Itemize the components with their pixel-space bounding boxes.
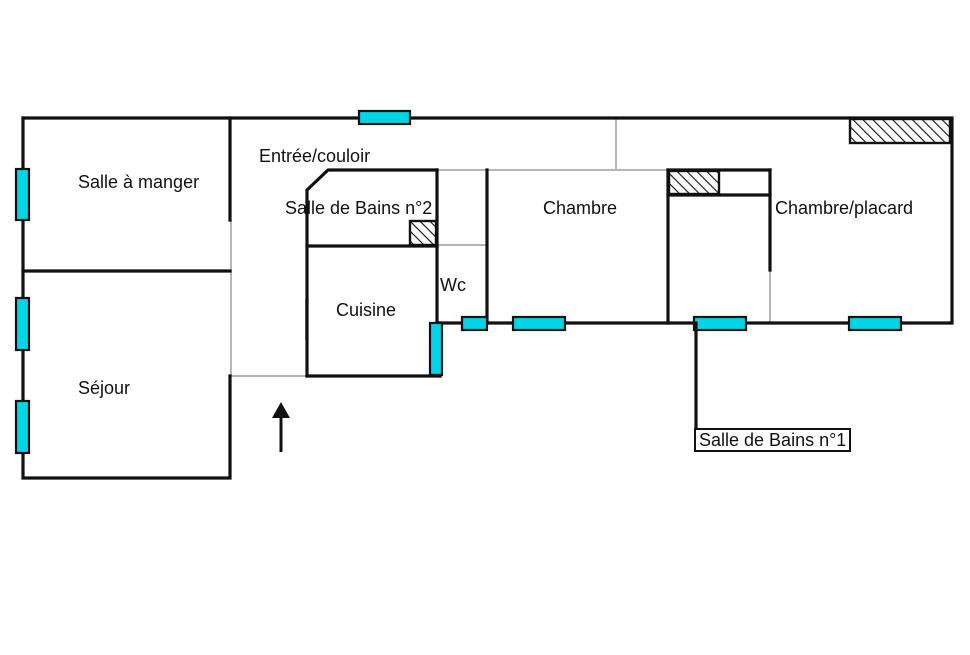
room-label-cuisine: Cuisine xyxy=(336,300,397,320)
window-icon xyxy=(460,315,489,332)
room-label-chambre: Chambre xyxy=(543,198,618,218)
window-icon xyxy=(511,315,567,332)
window-icon xyxy=(428,321,444,377)
room-label-wc: Wc xyxy=(440,275,466,295)
room-label-entree-couloir: Entrée/couloir xyxy=(259,146,371,166)
window-icon xyxy=(357,109,412,126)
window-icon xyxy=(14,296,31,352)
room-label-salle-a-manger: Salle à manger xyxy=(78,172,200,192)
window-icon xyxy=(692,315,748,332)
room-label-salle-de-bains-1: Salle de Bains n°1 xyxy=(694,428,852,452)
window-icon xyxy=(14,399,31,455)
hatched-closet-icon xyxy=(408,117,952,247)
up-arrow-icon xyxy=(272,402,290,452)
exterior-walls xyxy=(21,116,954,480)
window-icon xyxy=(847,315,903,332)
room-label-salle-de-bains-2: Salle de Bains n°2 xyxy=(285,198,433,218)
room-label-chambre-placard: Chambre/placard xyxy=(775,198,914,218)
room-label-sejour: Séjour xyxy=(78,378,131,398)
window-icon xyxy=(14,167,31,222)
windows xyxy=(14,109,903,455)
